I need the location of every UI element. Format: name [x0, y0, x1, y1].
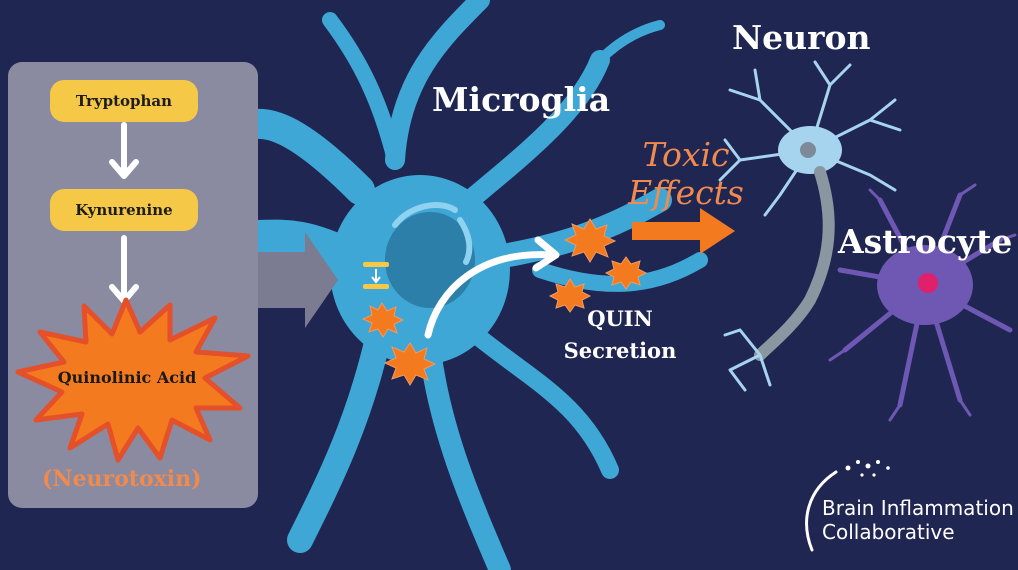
neuron-cell: [718, 60, 902, 392]
logo-text: Brain Inflammation Collaborative: [822, 496, 1014, 544]
quin-secretion-label: QUIN Secretion: [555, 303, 685, 367]
secretion-arrow: [424, 236, 560, 339]
receptor-markers: [363, 262, 389, 289]
microglia-title: Microglia: [432, 80, 611, 119]
astrocyte-cell: [828, 183, 1017, 422]
pathway-panel: [8, 62, 258, 508]
neurotoxin-label: (Neurotoxin): [42, 466, 202, 492]
kynurenine-pill: Kynurenine: [50, 189, 198, 231]
toxic-effects-line2: Effects: [628, 173, 744, 212]
neuron-title: Neuron: [732, 18, 871, 57]
logo-line1: Brain Inflammation: [822, 496, 1014, 520]
panel-to-microglia-arrow: [258, 232, 338, 328]
quinolinic-acid-label: Quinolinic Acid: [57, 368, 197, 387]
quinolinic-acid-burst: [15, 297, 251, 463]
toxic-effects-line1: Toxic: [642, 135, 730, 174]
tryptophan-pill: Tryptophan: [50, 80, 198, 122]
logo-mark-icon: [805, 460, 890, 552]
toxic-effects-label: Toxic Effects: [626, 136, 746, 212]
astrocyte-title: Astrocyte: [838, 222, 1013, 261]
quin-secretion-line1: QUIN: [587, 306, 653, 331]
microglia-cell: [235, 0, 708, 570]
logo-line2: Collaborative: [822, 520, 955, 544]
quin-secretion-line2: Secretion: [563, 338, 677, 363]
quin-molecules: [361, 218, 648, 386]
toxic-effects-arrow: [632, 208, 735, 254]
